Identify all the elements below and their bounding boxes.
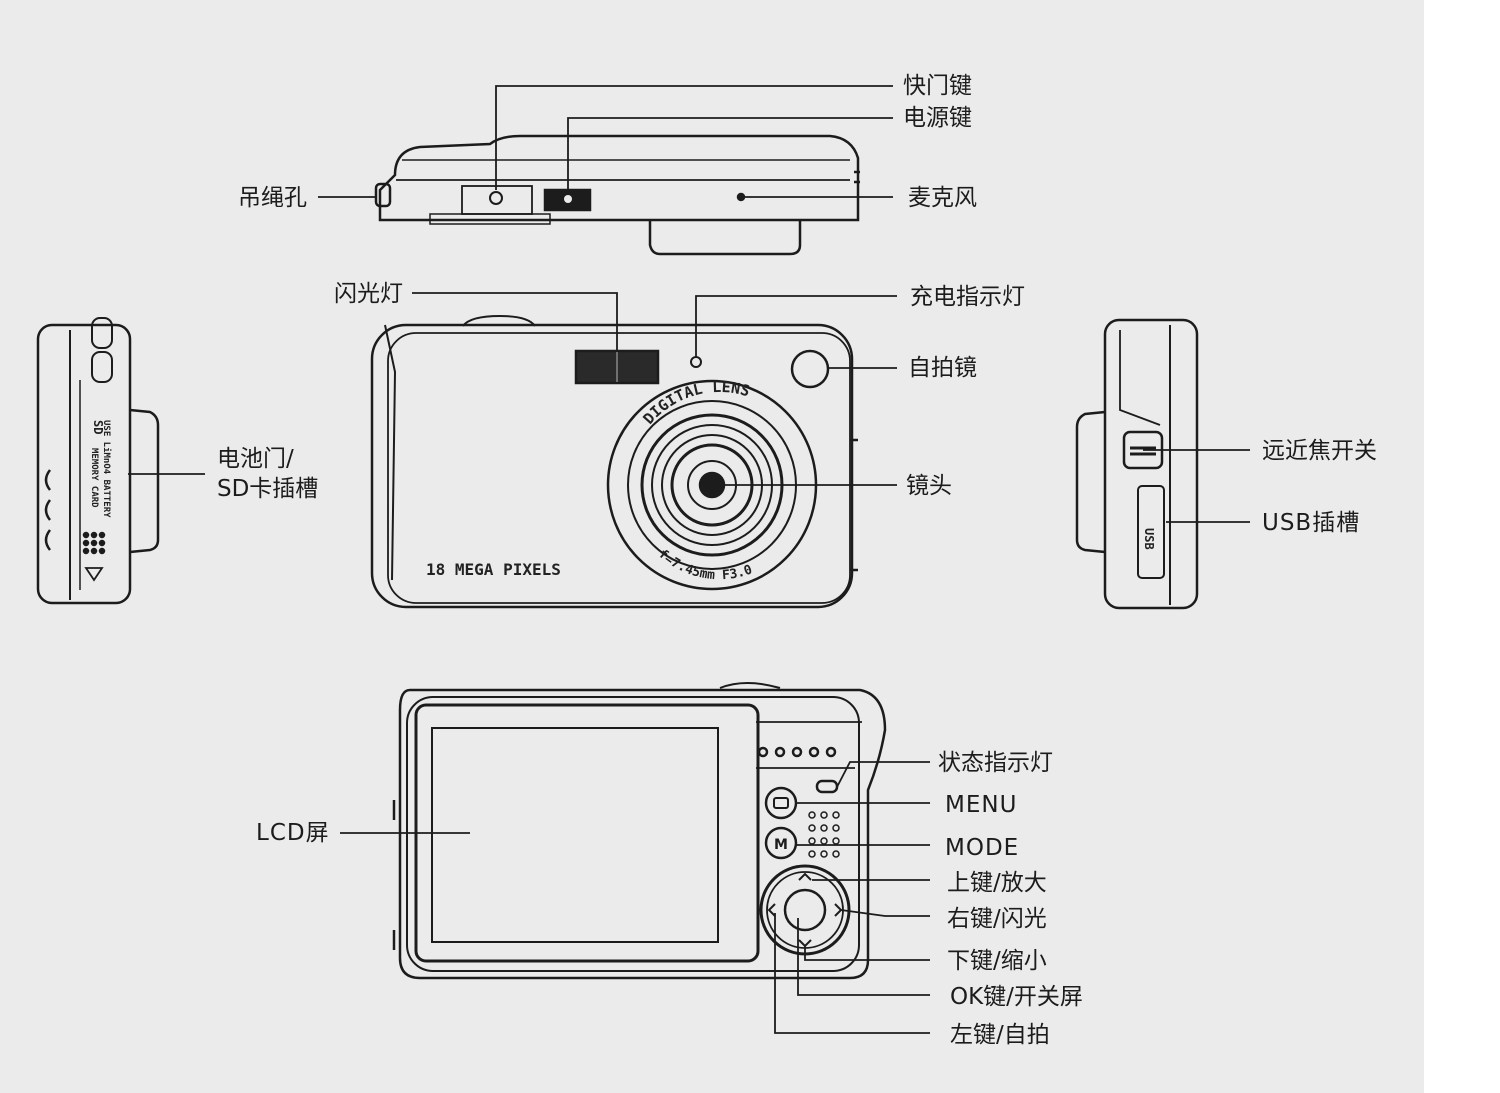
ok-button [783,888,827,932]
label-battery-door: 电池门/ [217,446,294,472]
camera-back-view: M [392,682,887,980]
label-power: 电源键 [903,105,972,131]
charge-led [690,356,702,368]
mega-pixels-print: 18 MEGA PIXELS [426,560,561,579]
label-left-key: 左键/自拍 [950,1022,1050,1048]
label-sd-slot: SD卡插槽 [217,476,319,502]
label-microphone: 麦克风 [908,185,977,211]
mic-hole [736,192,746,202]
usb-door [1137,485,1165,579]
camera-top-view [374,134,860,256]
side-memory-print: MEMORY CARD [89,448,99,508]
camera-right-side-view [1075,318,1199,610]
svg-text:M: M [774,837,788,853]
label-mode: MODE [945,835,1020,861]
leader-lines [128,85,1250,1034]
label-charge-indicator: 充电指示灯 [910,284,1025,310]
usb-print: USB [1142,528,1156,550]
sd-logo-print: SD [91,420,105,434]
label-up-key: 上键/放大 [947,870,1047,896]
label-down-key: 下键/缩小 [947,948,1047,974]
label-right-key: 右键/闪光 [947,906,1047,932]
diagram-background [0,0,1424,1093]
label-status-indicator: 状态指示灯 [938,750,1053,776]
label-flash: 闪光灯 [334,281,403,307]
side-battery-print: USE LiMnO4 BATTERY [101,420,112,518]
label-shutter: 快门键 [903,73,972,99]
camera-front-view [370,314,858,609]
label-selfie-mirror: 自拍镜 [908,355,977,381]
status-led [815,779,839,794]
label-ok-key: OK键/开关屏 [950,984,1083,1010]
camera-left-side-view [36,317,160,605]
label-lcd: LCD屏 [256,820,330,846]
mode-button [764,826,798,860]
label-lens: 镜头 [906,473,952,499]
selfie-mirror [790,349,830,389]
label-strap-hole: 吊绳孔 [238,185,307,211]
menu-button [764,786,798,820]
label-menu: MENU [945,792,1018,818]
label-usb-slot: USB插槽 [1262,510,1361,536]
shutter-button-top [489,191,503,205]
lcd-screen [431,727,719,943]
label-focus-switch: 远近焦开关 [1262,438,1377,464]
